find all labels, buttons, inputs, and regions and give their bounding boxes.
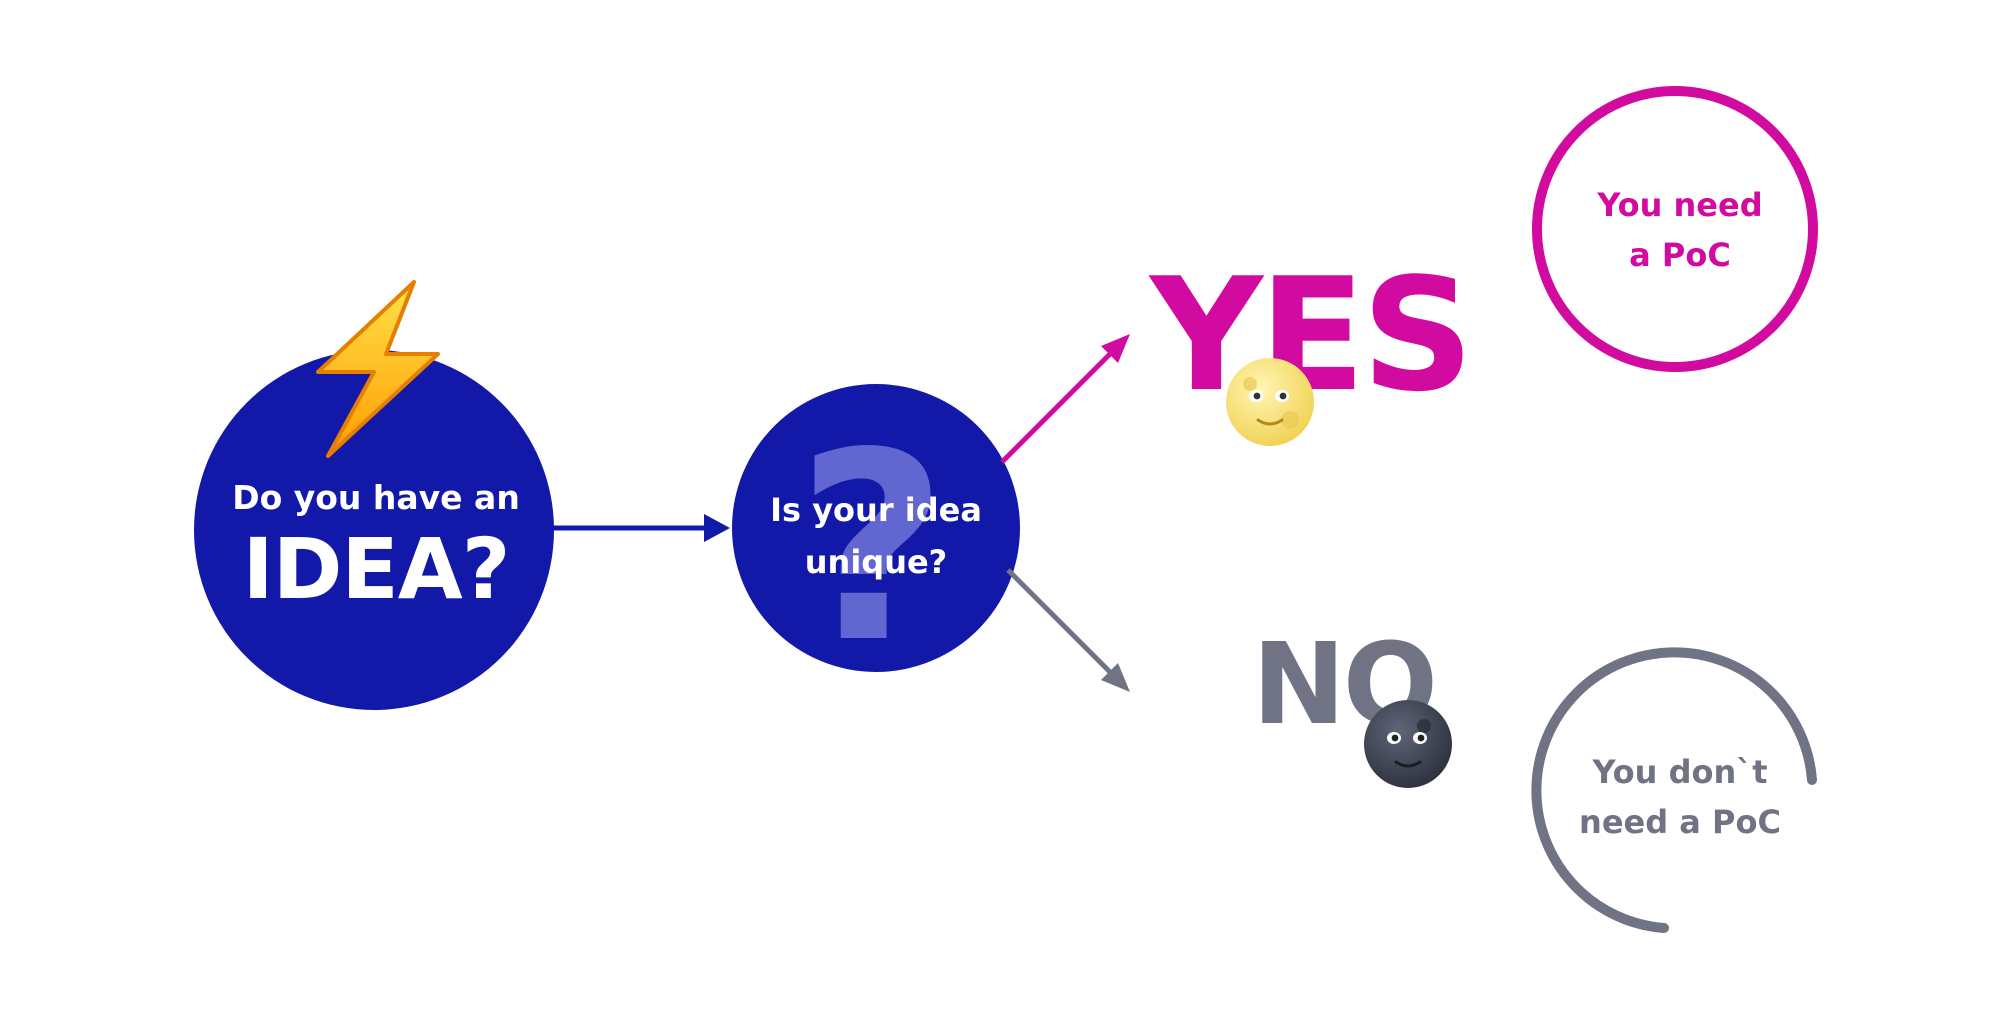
no-outcome-line1: You don`t	[1592, 753, 1768, 791]
idea-question-line2: IDEA?	[242, 520, 510, 618]
unique-question-text: Is your idea unique?	[728, 484, 1024, 588]
no-outcome-line2: need a PoC	[1579, 803, 1781, 841]
arrow-to-question	[548, 514, 730, 542]
unique-question-circle	[732, 384, 1020, 672]
unique-question-line1: Is your idea	[770, 491, 982, 529]
yes-outcome-ring	[1532, 86, 1818, 372]
high-voltage-icon	[316, 280, 440, 458]
yes-outcome-line2: a PoC	[1629, 236, 1731, 274]
no-outcome-partial-ring	[1531, 647, 1817, 933]
arrow-to-no	[1006, 568, 1130, 692]
yes-outcome-line1: You need	[1597, 186, 1763, 224]
arrow-to-yes	[1000, 334, 1130, 464]
idea-question-line1: Do you have an	[232, 478, 520, 517]
idea-circle	[194, 350, 554, 710]
unique-question-line2: unique?	[804, 543, 948, 581]
yes-label: YES	[1150, 244, 1474, 426]
no-outcome-text: You don`t need a PoC	[1530, 747, 1830, 847]
no-label: NO	[1252, 620, 1438, 750]
yes-outcome-text: You need a PoC	[1530, 180, 1830, 280]
question-mark-watermark: ?	[797, 398, 948, 700]
